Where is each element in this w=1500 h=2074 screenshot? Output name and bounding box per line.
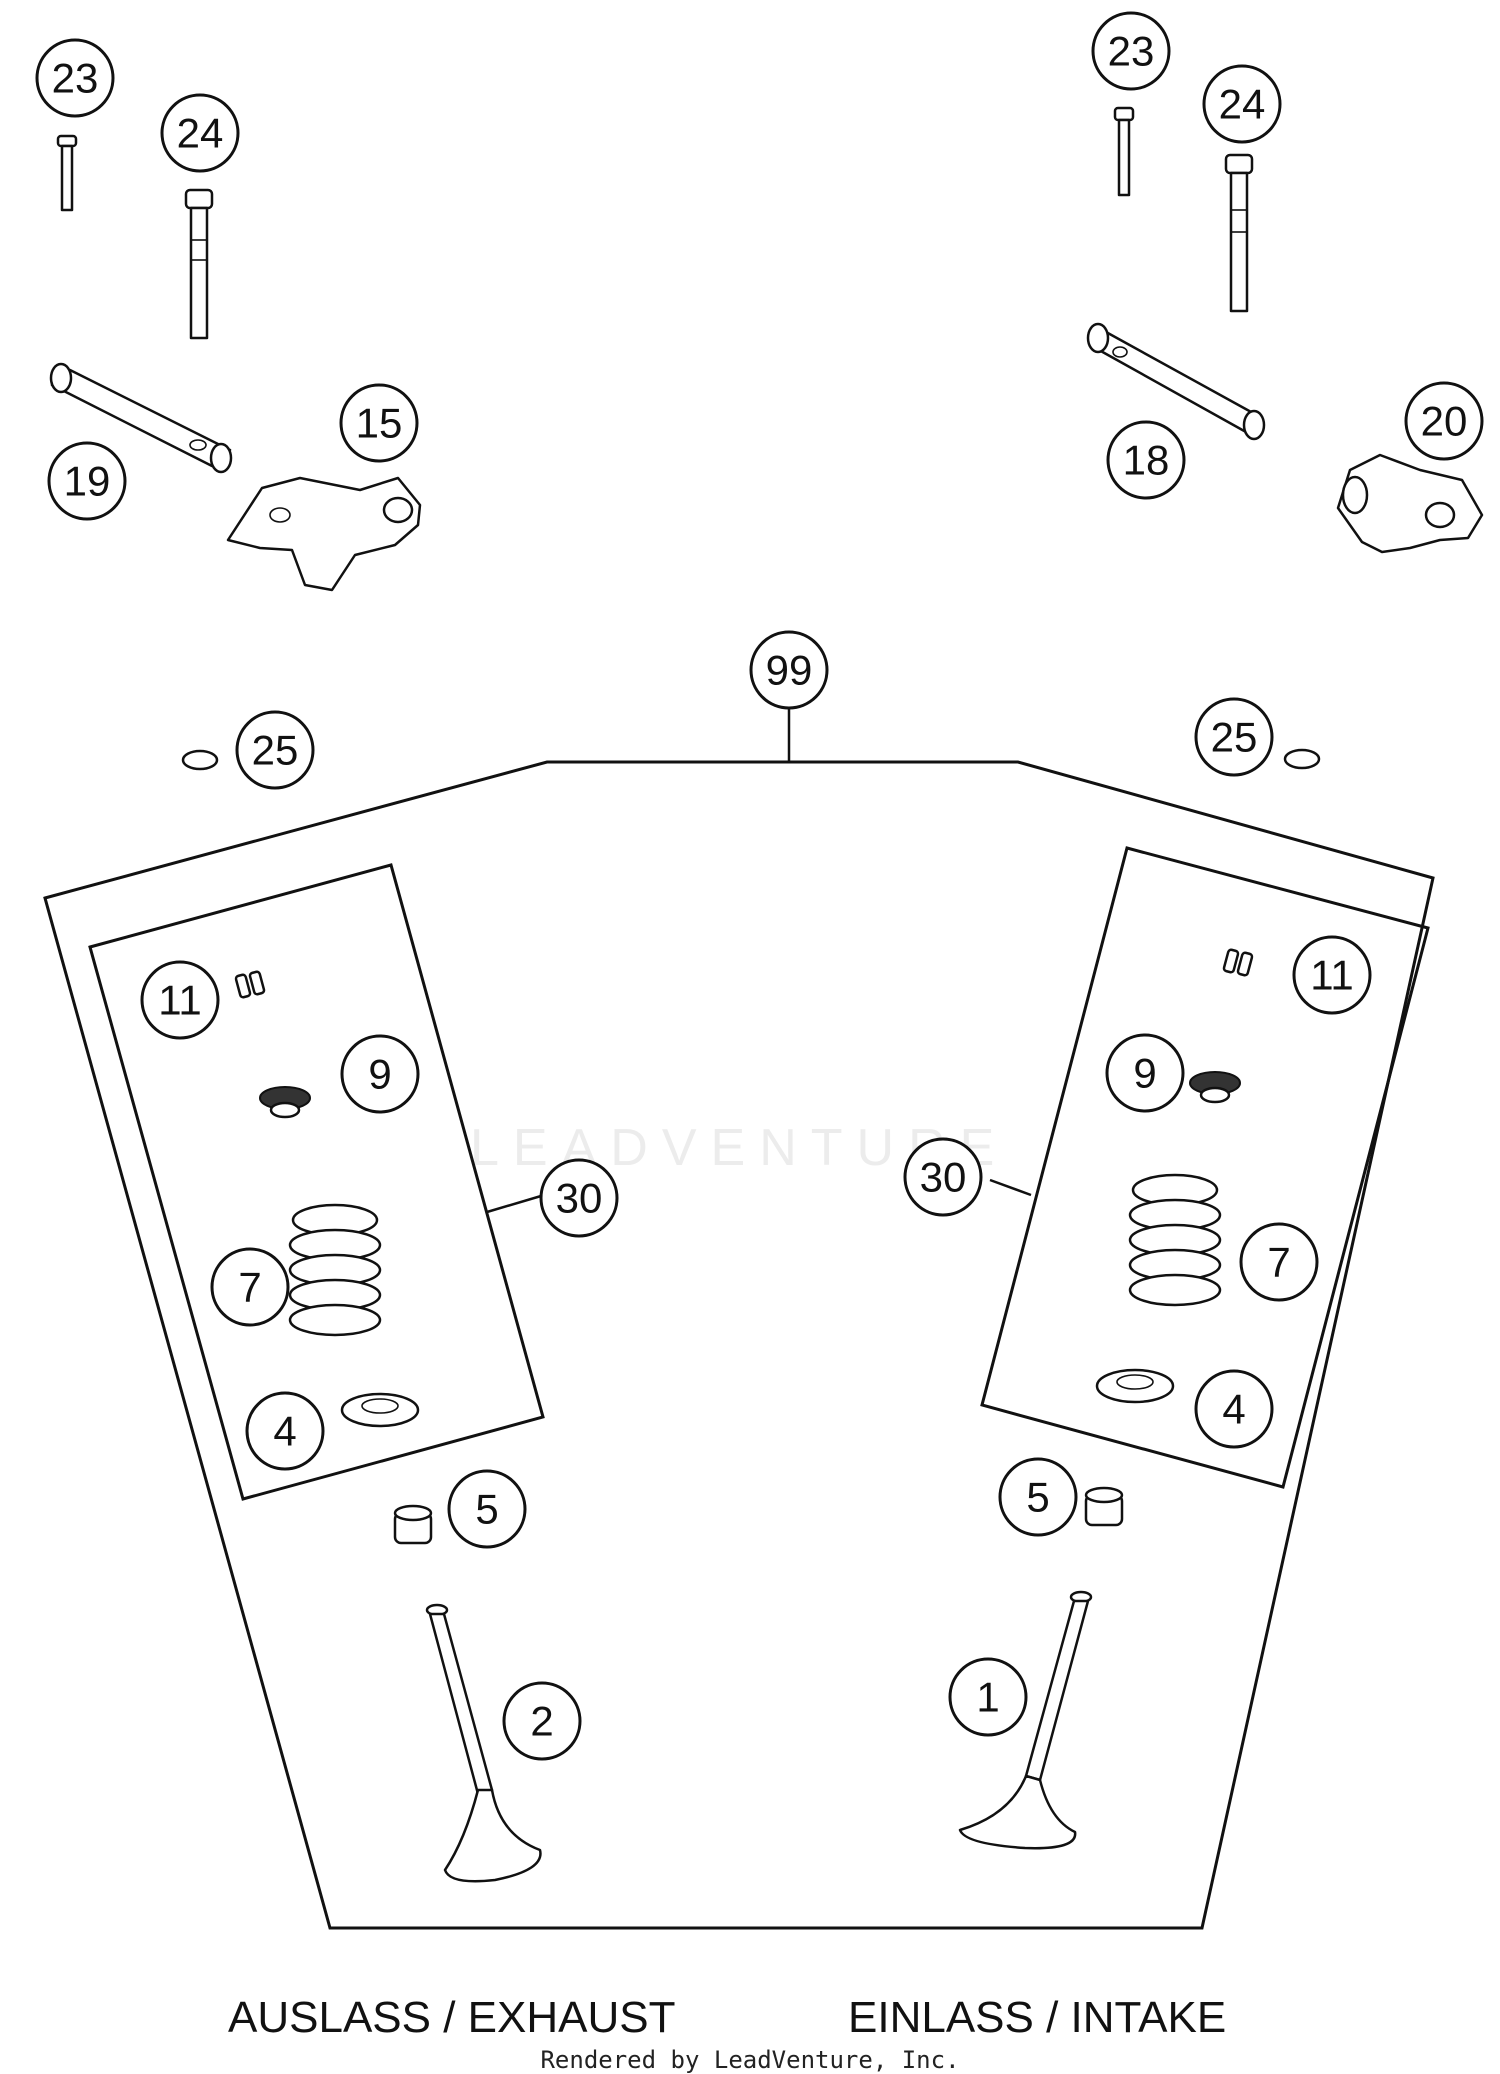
svg-text:4: 4 [1222,1386,1245,1433]
exhaust-label: AUSLASS / EXHAUST [228,1993,676,2042]
pin-24-right [1224,153,1254,313]
callout-15: 15 [339,383,419,463]
intake-subkit-frame [980,846,1430,1489]
screw-23-left [56,134,78,212]
valve-stem-seal-5-left [393,1504,433,1545]
valve-cotters-11-left [234,970,266,999]
svg-text:99: 99 [766,647,813,694]
callout-24-right: 24 [1202,64,1282,144]
rocker-arm-20 [1336,453,1484,554]
rocker-shaft-18 [1086,322,1266,441]
spring-retainer-9-left [259,1086,311,1119]
valve-spring-7-left [288,1203,382,1337]
callout-7-left: 7 [210,1247,290,1327]
render-credit: Rendered by LeadVenture, Inc. [540,2046,960,2074]
svg-text:20: 20 [1421,398,1468,445]
screw-23-right [1113,106,1135,197]
svg-text:24: 24 [177,110,224,157]
spring-seat-4-right [1095,1368,1175,1404]
callout-1: 1 [948,1657,1028,1737]
svg-text:1: 1 [976,1674,999,1721]
svg-text:19: 19 [64,458,111,505]
svg-text:9: 9 [1133,1050,1156,1097]
svg-text:4: 4 [273,1408,296,1455]
svg-text:30: 30 [920,1154,967,1201]
callout-5-right: 5 [998,1457,1078,1537]
exhaust-valve-2 [425,1603,542,1883]
svg-text:15: 15 [356,400,403,447]
spring-seat-4-left [340,1392,420,1428]
callout-30-right: 30 [903,1137,983,1217]
callout-20: 20 [1404,381,1484,461]
spring-retainer-9-right [1189,1071,1241,1104]
valve-stem-seal-5-right [1084,1486,1124,1527]
callout-4-right: 4 [1194,1369,1274,1449]
svg-text:5: 5 [1026,1474,1049,1521]
svg-text:11: 11 [158,977,202,1024]
shim-25-right [1283,748,1321,770]
leader-30-left [486,1194,542,1214]
svg-text:23: 23 [1108,28,1155,75]
leader-30-right [989,1178,1032,1197]
svg-text:7: 7 [238,1264,261,1311]
svg-text:25: 25 [1211,714,1258,761]
callout-24-left: 24 [160,93,240,173]
callout-19: 19 [47,441,127,521]
callout-7-right: 7 [1239,1222,1319,1302]
intake-label: EINLASS / INTAKE [848,1993,1227,2042]
svg-text:9: 9 [368,1051,391,1098]
callout-11-left: 11 [140,960,220,1040]
rocker-arm-15 [226,476,422,592]
callout-18: 18 [1106,420,1186,500]
intake-valve-1 [958,1590,1093,1850]
svg-text:23: 23 [52,55,99,102]
callout-2: 2 [502,1681,582,1761]
callout-4-left: 4 [245,1391,325,1471]
callout-9-right: 9 [1105,1033,1185,1113]
svg-text:5: 5 [475,1486,498,1533]
callout-25-right: 25 [1194,697,1274,777]
exhaust-subkit-frame [88,863,545,1501]
svg-text:30: 30 [556,1175,603,1222]
callout-99: 99 [749,630,829,710]
svg-text:18: 18 [1123,437,1170,484]
svg-text:11: 11 [1310,952,1354,999]
svg-text:2: 2 [530,1698,553,1745]
rocker-shaft-19 [49,362,233,474]
callout-23-left: 23 [35,38,115,118]
valve-spring-7-right [1128,1173,1222,1307]
callout-11-right: 11 [1292,935,1372,1015]
callout-30-left: 30 [539,1158,619,1238]
svg-text:25: 25 [252,727,299,774]
callout-5-left: 5 [447,1469,527,1549]
svg-text:7: 7 [1267,1239,1290,1286]
shim-25-left [181,749,219,771]
svg-text:24: 24 [1219,81,1266,128]
valve-cotters-11-right [1222,948,1254,977]
callout-9-left: 9 [340,1034,420,1114]
pin-24-left [184,188,214,340]
callout-23-right: 23 [1091,11,1171,91]
callout-25-left: 25 [235,710,315,790]
valve-kit-frame [43,760,1435,1930]
